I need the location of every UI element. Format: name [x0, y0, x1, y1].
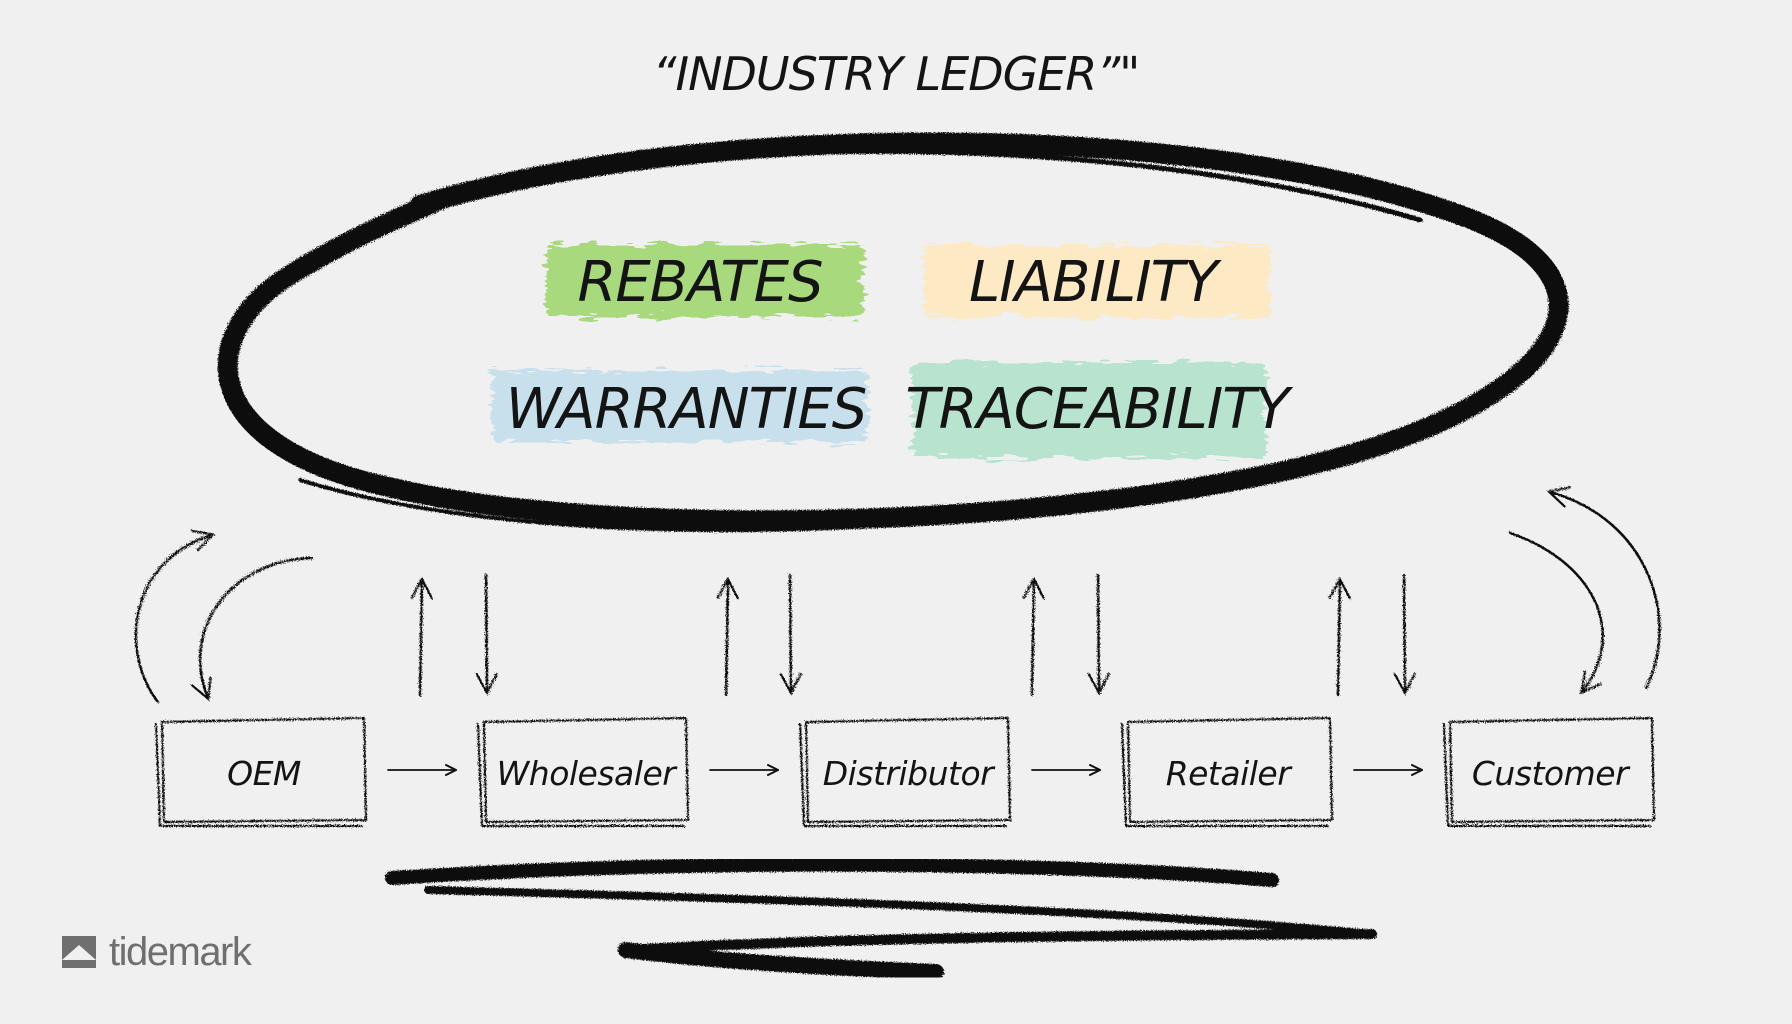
arrow-pair-2 [716, 573, 802, 697]
ledger-item-liability: LIABILITY [924, 245, 1270, 317]
ledger-item-label: WARRANTIES [506, 377, 867, 442]
chain-node-oem: OEM [155, 717, 367, 827]
ledger-item-traceability: TRACEABILITY [905, 362, 1294, 458]
ledger-item-label: REBATES [577, 250, 822, 315]
brand-name: tidemark [109, 930, 253, 974]
brand-logo: tidemark [62, 930, 254, 974]
arrow-pair-3 [1022, 573, 1110, 697]
chain-node-customer: Customer [1443, 717, 1655, 827]
supply-chain: OEM Wholesaler Distributor Retailer Cust… [155, 717, 1655, 827]
arrow-pair-4 [1328, 573, 1416, 697]
ledger-items: REBATES LIABILITY WARRANTIES TRACEABILIT… [492, 245, 1294, 458]
liability-highlight [924, 245, 1270, 317]
ledger-ellipse [217, 132, 1569, 533]
ledger-item-label: LIABILITY [969, 250, 1222, 315]
ledger-exchange-arrows [410, 573, 1416, 697]
warranties-highlight [492, 370, 868, 442]
ledger-item-warranties: WARRANTIES [492, 370, 868, 442]
chain-node-label: OEM [227, 754, 301, 793]
chain-node-distributor: Distributor [799, 717, 1011, 827]
chain-node-label: Retailer [1166, 754, 1294, 793]
arrow-pair-1 [410, 573, 498, 697]
ledger-item-label: TRACEABILITY [905, 377, 1293, 442]
diagram-title: “INDUSTRY LEDGER”" [653, 47, 1140, 101]
traceability-highlight [912, 362, 1266, 458]
rebates-highlight [546, 245, 864, 317]
chain-node-label: Customer [1472, 754, 1631, 793]
tidemark-icon [62, 936, 96, 968]
chain-node-label: Distributor [823, 754, 996, 793]
chain-node-retailer: Retailer [1121, 717, 1333, 827]
curved-arrows-right [1508, 486, 1661, 695]
chain-node-label: Wholesaler [497, 754, 679, 793]
ledger-item-rebates: REBATES [546, 245, 864, 317]
chain-node-wholesaler: Wholesaler [477, 717, 689, 827]
bottom-scribble [385, 857, 1377, 980]
curved-arrows-left [134, 529, 314, 704]
